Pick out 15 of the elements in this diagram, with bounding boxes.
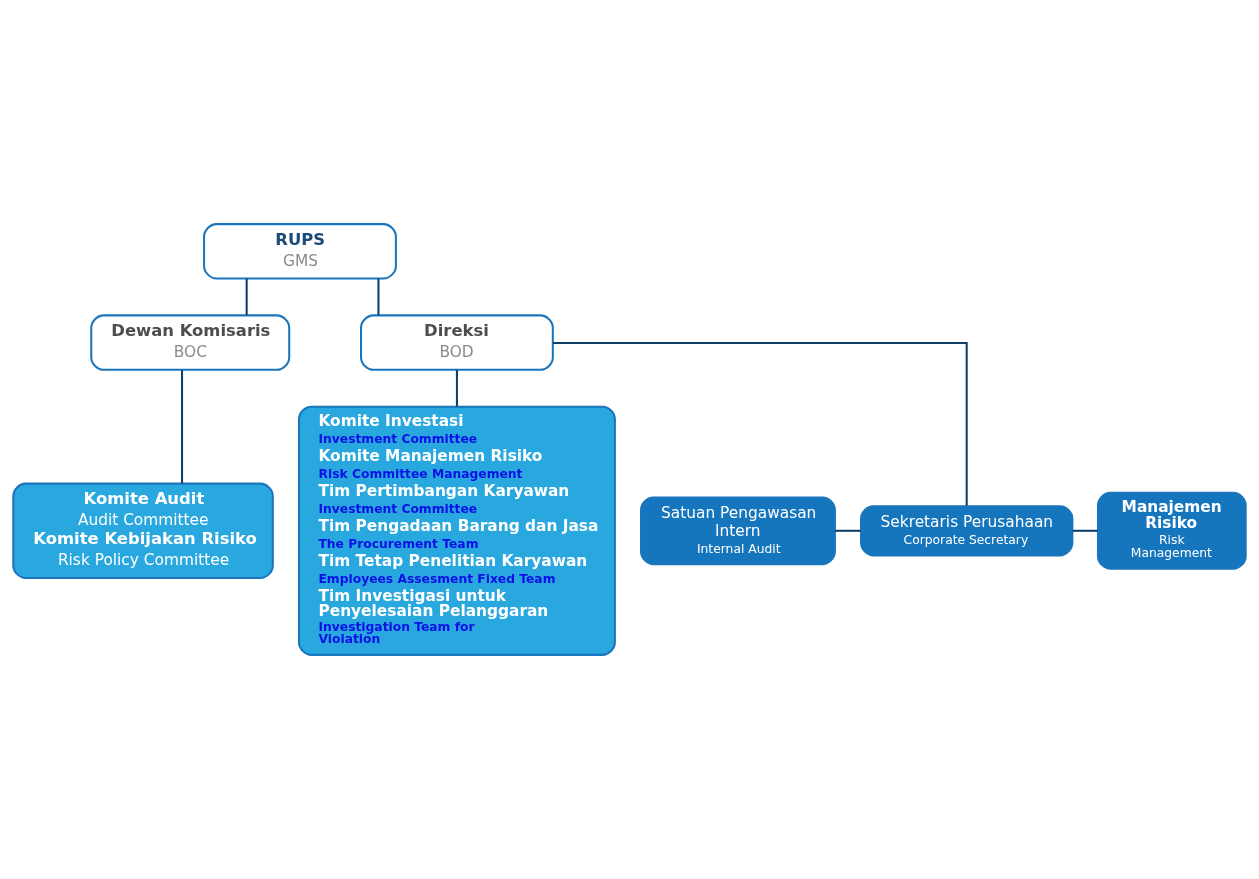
connector (181, 369, 184, 484)
connector (245, 278, 248, 316)
node-box: RUPS GMS (203, 223, 397, 280)
node-box: Komite Audit Audit Committee Komite Kebijakan Risiko Risk Policy Committee (12, 482, 274, 579)
node-box: Komite Investasi Investment Committee Komite Manajemen Risiko Risk Committee Management Tim Pertimbangan Karyawan Investment Committee Tim Pengadaan Barang dan Jasa The Procurement Team Tim Tetap Penelitian Karyawan Employees Assesment Fixed Team Tim Investigasi untuk Penyelesaian Pelanggaran Investigation Team for Violation (297, 405, 616, 656)
connector (455, 369, 458, 407)
node-box: Dewan Komisaris BOC (90, 314, 291, 371)
node-box: Satuan Pengawasan Intern Internal Audit (640, 496, 836, 566)
connector (553, 342, 968, 506)
node-box: Manajemen Risiko Risk Management (1096, 491, 1247, 570)
connector (834, 529, 861, 532)
connector (377, 278, 380, 316)
node-box: Sekretaris Perusahaan Corporate Secretary (860, 505, 1074, 557)
node-box: Direksi BOD (360, 314, 554, 371)
connector (1072, 529, 1098, 532)
